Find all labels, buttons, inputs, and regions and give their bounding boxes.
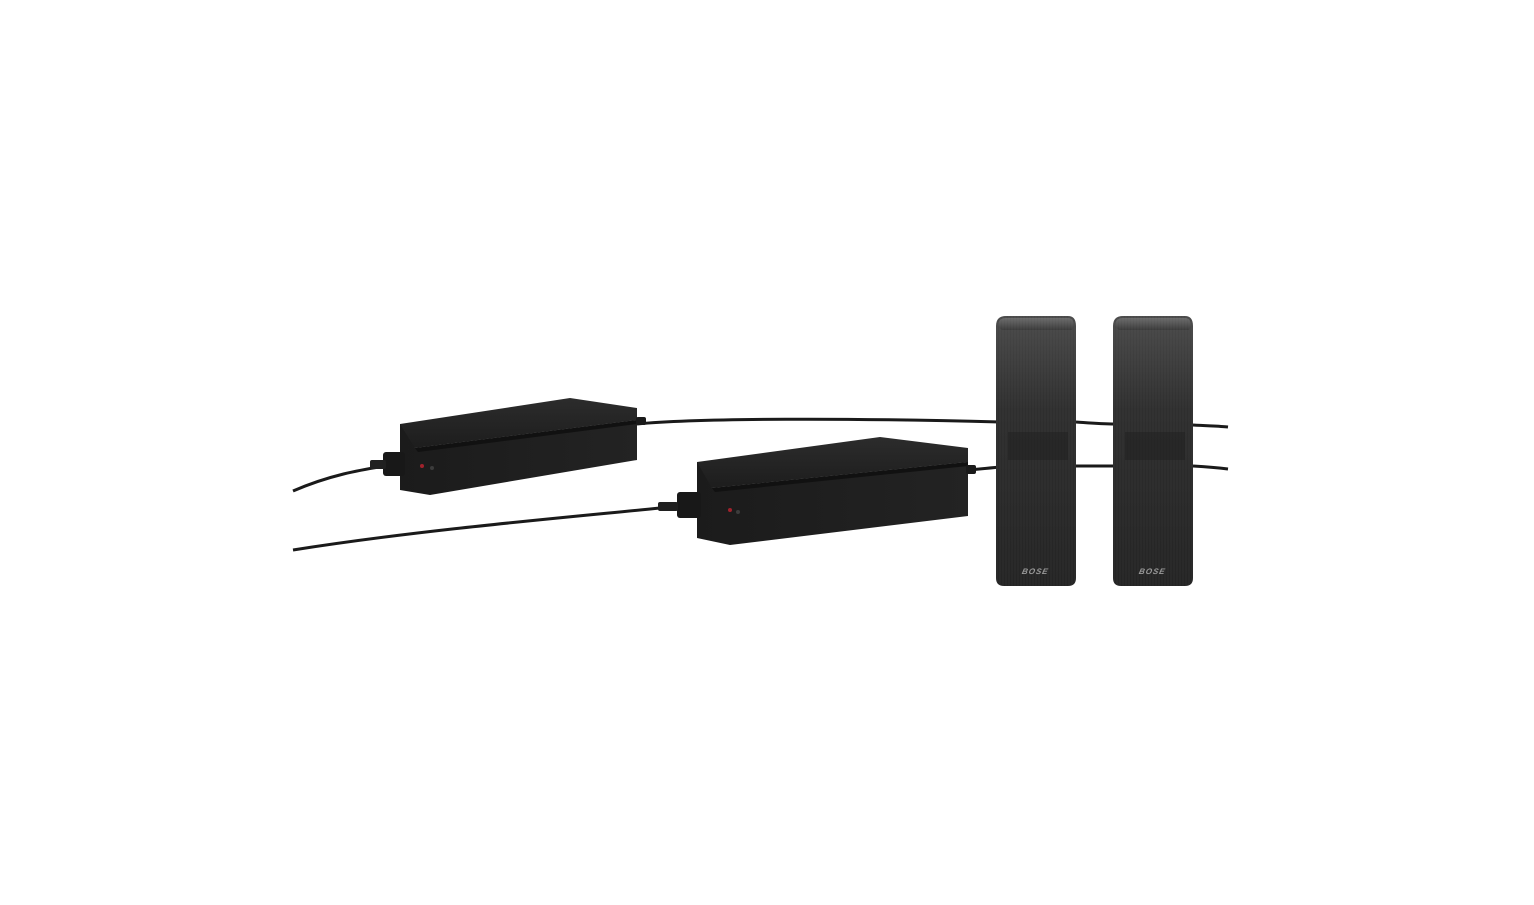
receiver-back	[370, 398, 646, 495]
speaker-right-logo: BOSE	[1138, 567, 1167, 576]
receiver-front	[658, 437, 976, 545]
speaker-left	[996, 316, 1076, 586]
speaker-left-logo: BOSE	[1021, 567, 1050, 576]
speaker-right	[1113, 316, 1193, 586]
